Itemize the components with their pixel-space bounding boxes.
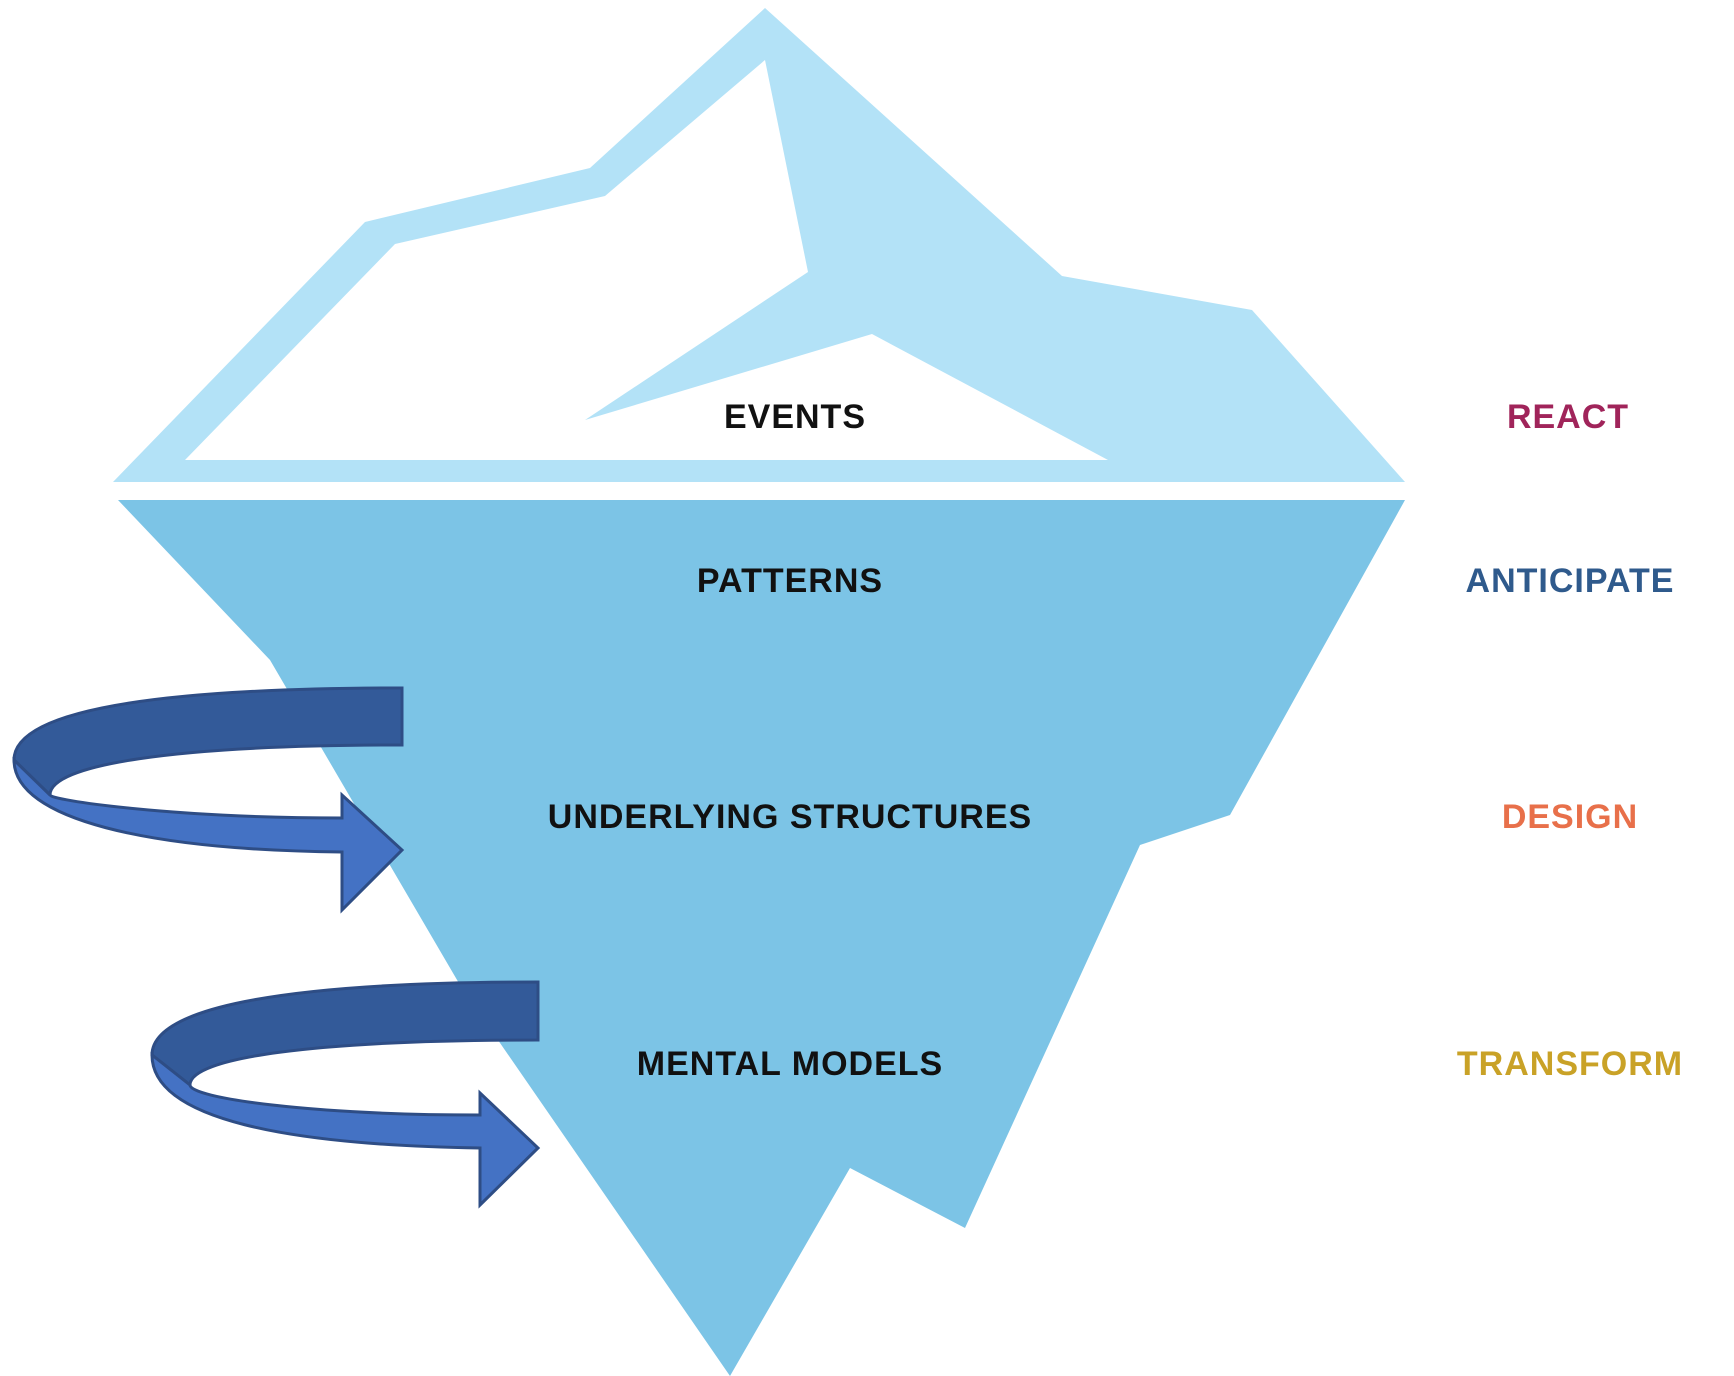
action-label-anticipate: ANTICIPATE xyxy=(1466,562,1675,600)
level-label-underlying-structures: UNDERLYING STRUCTURES xyxy=(548,798,1032,836)
level-label-events: EVENTS xyxy=(724,398,866,436)
iceberg-tip-snow xyxy=(185,60,1108,460)
iceberg-underwater xyxy=(118,500,1405,1376)
curved-arrow-icon xyxy=(150,980,541,1209)
action-label-react: REACT xyxy=(1507,398,1629,436)
level-label-patterns: PATTERNS xyxy=(697,562,883,600)
action-label-design: DESIGN xyxy=(1502,798,1638,836)
action-label-transform: TRANSFORM xyxy=(1457,1045,1683,1083)
curved-arrow-icon xyxy=(12,686,405,914)
level-label-mental-models: MENTAL MODELS xyxy=(637,1045,943,1083)
